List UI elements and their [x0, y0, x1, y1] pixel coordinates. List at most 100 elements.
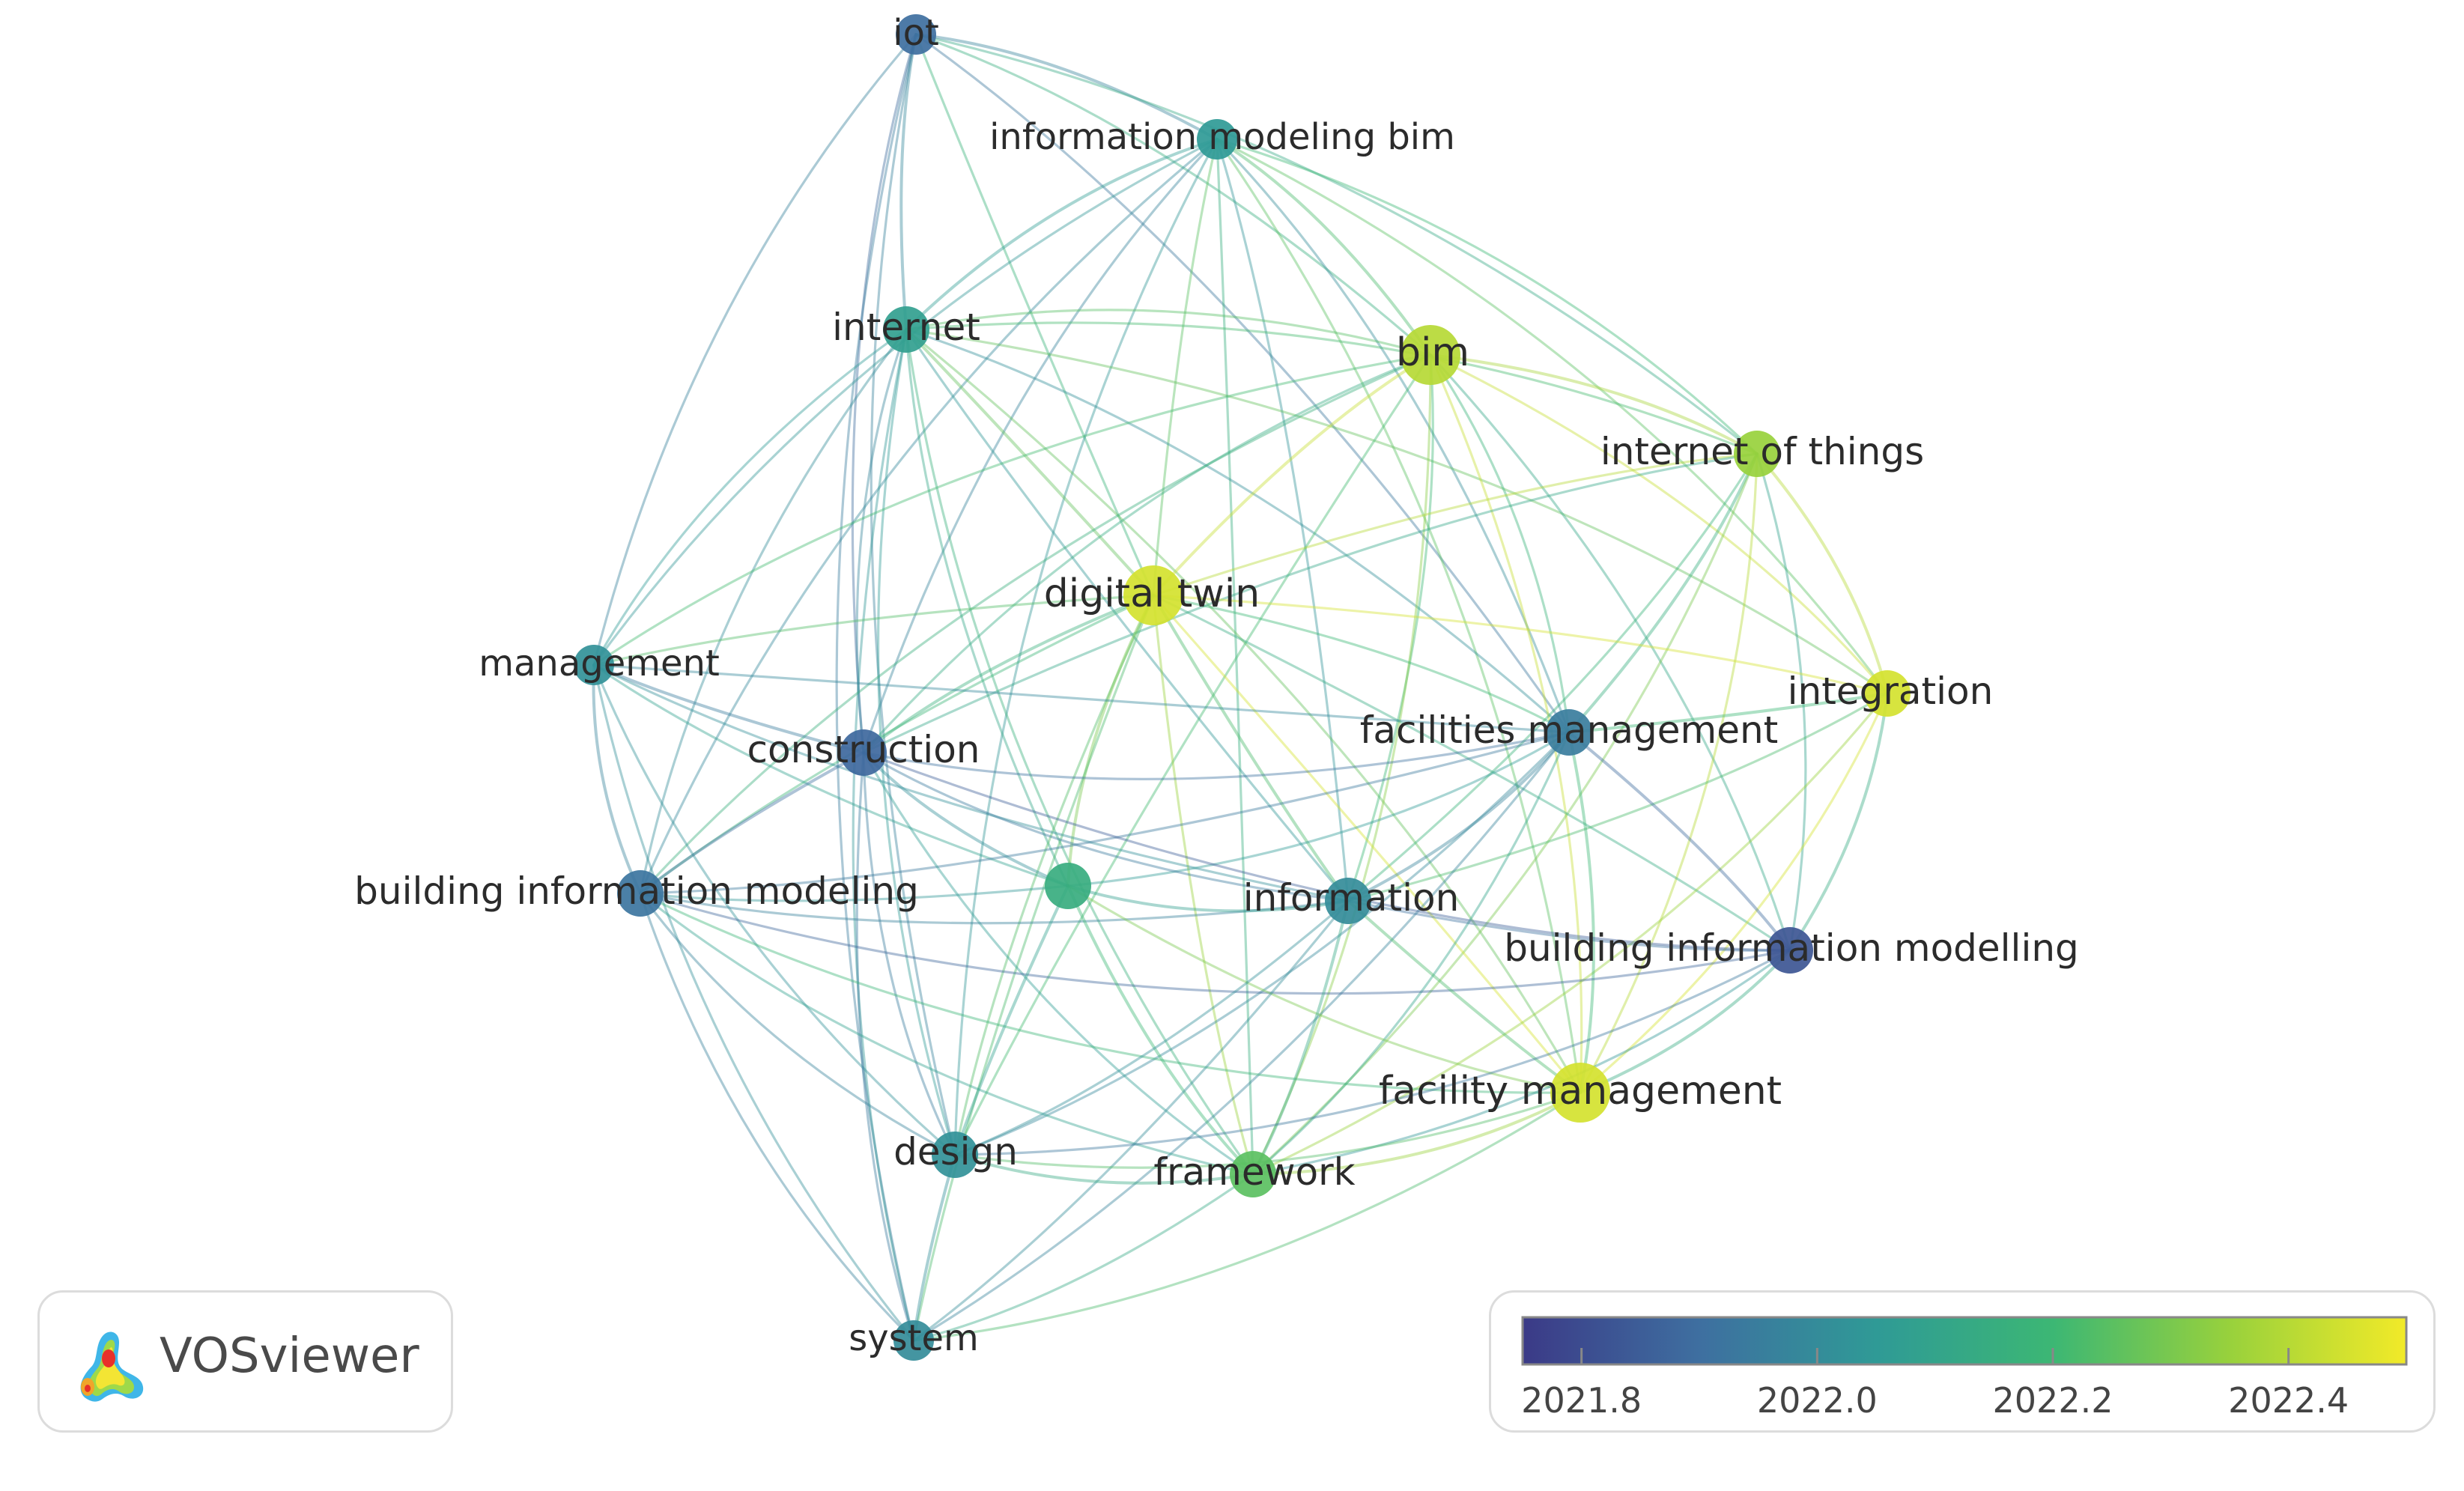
edge-management-information: [592, 663, 1350, 902]
edge-information-modeling-bim-information: [1216, 138, 1350, 902]
label-integration[interactable]: integration: [1788, 669, 1994, 713]
node-facilities-management[interactable]: [1546, 709, 1592, 756]
edge-iot-internet: [899, 33, 917, 331]
edge-internet-integration: [905, 328, 1889, 695]
edge-internet-of-things-building-information-modelling: [1756, 452, 1807, 952]
node-management[interactable]: [574, 645, 614, 685]
edge-bim-construction: [862, 353, 1432, 754]
edge-internet-facilities-management: [905, 328, 1571, 734]
edge-integration-building-information-modelling: [1788, 692, 1889, 952]
label-digital-twin[interactable]: digital twin: [1044, 571, 1260, 616]
edge-facility-management-framework: [1251, 1091, 1582, 1176]
edge-iot-design: [870, 33, 956, 1156]
edge-unlabeled-facility-management: [1066, 884, 1582, 1094]
edge-construction-building-information-modeling: [639, 751, 865, 895]
edge-bim-management: [592, 353, 1432, 666]
edge-digital-twin-unlabeled: [1066, 594, 1155, 887]
label-management[interactable]: management: [479, 643, 720, 684]
label-information-modeling-bim[interactable]: information modeling bim: [989, 116, 1455, 158]
edge-internet-unlabeled: [905, 328, 1069, 887]
edge-information-modeling-bim-design: [953, 138, 1219, 1156]
node-framework[interactable]: [1230, 1151, 1276, 1197]
edge-internet-facility-management: [905, 328, 1582, 1094]
edge-internet-of-things-framework: [1251, 452, 1759, 1176]
edge-building-information-modelling-design: [953, 949, 1791, 1156]
brand-name: VOSviewer: [160, 1328, 419, 1384]
label-construction[interactable]: construction: [747, 728, 980, 771]
label-system[interactable]: system: [849, 1317, 979, 1359]
node-digital-twin[interactable]: [1123, 565, 1183, 625]
edge-integration-facility-management: [1579, 692, 1889, 1094]
label-internet-of-things[interactable]: internet of things: [1600, 430, 1924, 473]
label-framework[interactable]: framework: [1153, 1150, 1355, 1194]
node-unlabeled[interactable]: [1045, 863, 1091, 909]
edge-digital-twin-facility-management: [1152, 594, 1582, 1094]
edge-information-modeling-bim-facilities-management: [1216, 138, 1571, 734]
edge-internet-building-information-modeling: [639, 328, 908, 895]
label-facility-management[interactable]: facility management: [1379, 1069, 1782, 1114]
edge-building-information-modeling-facility-management: [639, 892, 1582, 1094]
node-iot[interactable]: [896, 14, 936, 55]
node-design[interactable]: [932, 1132, 978, 1178]
edge-building-information-modeling-unlabeled: [639, 884, 1069, 902]
node-internet[interactable]: [883, 306, 929, 353]
edge-construction-building-information-modelling: [862, 751, 1791, 952]
node-building-information-modeling[interactable]: [617, 870, 664, 917]
edge-facilities-management-framework: [1251, 731, 1571, 1176]
node-integration[interactable]: [1864, 670, 1911, 717]
edge-building-information-modelling-facility-management: [1579, 949, 1791, 1094]
edge-information-framework: [1251, 899, 1350, 1176]
edge-digital-twin-design: [953, 594, 1155, 1156]
label-building-information-modelling[interactable]: building information modelling: [1504, 926, 2079, 970]
edge-integration-facilities-management: [1568, 692, 1889, 734]
node-internet-of-things[interactable]: [1734, 431, 1780, 477]
label-bim[interactable]: bim: [1396, 330, 1469, 375]
edge-facilities-management-design: [953, 731, 1571, 1156]
edge-information-modeling-bim-framework: [1216, 138, 1254, 1176]
node-construction[interactable]: [840, 729, 887, 776]
edge-construction-system: [855, 751, 915, 1342]
label-facilities-management[interactable]: facilities management: [1360, 708, 1779, 752]
edge-management-system: [592, 663, 915, 1342]
edge-information-facility-management: [1347, 899, 1582, 1094]
edge-information-modeling-bim-building-information-modeling: [639, 138, 1219, 895]
edge-facilities-management-facility-management: [1568, 731, 1595, 1094]
edge-facilities-management-building-information-modeling: [639, 731, 1571, 895]
edge-construction-design: [862, 751, 956, 1156]
node-building-information-modelling[interactable]: [1767, 927, 1813, 974]
edge-internet-internet-of-things: [905, 321, 1759, 455]
label-iot[interactable]: iot: [893, 12, 939, 54]
legend-tick-label: 2021.8: [1521, 1380, 1642, 1421]
edge-management-building-information-modeling: [592, 663, 642, 895]
edge-iot-internet-of-things: [914, 33, 1759, 455]
edge-integration-framework: [1251, 692, 1889, 1176]
edge-digital-twin-construction: [862, 594, 1155, 754]
edge-information-system: [912, 899, 1350, 1342]
edge-internet-of-things-integration: [1756, 452, 1889, 695]
vosviewer-brand: VOSviewer: [37, 1290, 453, 1433]
edge-construction-framework: [862, 751, 1254, 1176]
edge-iot-digital-twin: [914, 33, 1155, 597]
edge-building-information-modelling-framework: [1251, 949, 1791, 1176]
edge-digital-twin-management: [592, 594, 1155, 666]
label-internet[interactable]: internet: [832, 306, 980, 349]
edge-bim-internet-of-things: [1429, 353, 1759, 455]
edge-construction-unlabeled: [862, 751, 1069, 887]
label-design[interactable]: design: [893, 1130, 1018, 1173]
edge-information-modeling-bim-facility-management: [1216, 138, 1582, 1094]
node-facility-management[interactable]: [1550, 1063, 1610, 1123]
edge-facility-management-system: [912, 1091, 1582, 1342]
node-bim[interactable]: [1401, 325, 1460, 385]
edge-management-unlabeled: [592, 663, 1069, 887]
node-information-modeling-bim[interactable]: [1197, 119, 1237, 160]
edge-internet-management: [592, 328, 908, 666]
label-information[interactable]: information: [1243, 876, 1460, 920]
node-information[interactable]: [1325, 878, 1371, 924]
node-system[interactable]: [893, 1320, 934, 1361]
label-building-information-modeling[interactable]: building information modeling: [354, 869, 919, 913]
edge-construction-information: [862, 751, 1350, 902]
edge-bim-information: [1347, 353, 1434, 902]
edge-information-modeling-bim-management: [592, 138, 1219, 666]
